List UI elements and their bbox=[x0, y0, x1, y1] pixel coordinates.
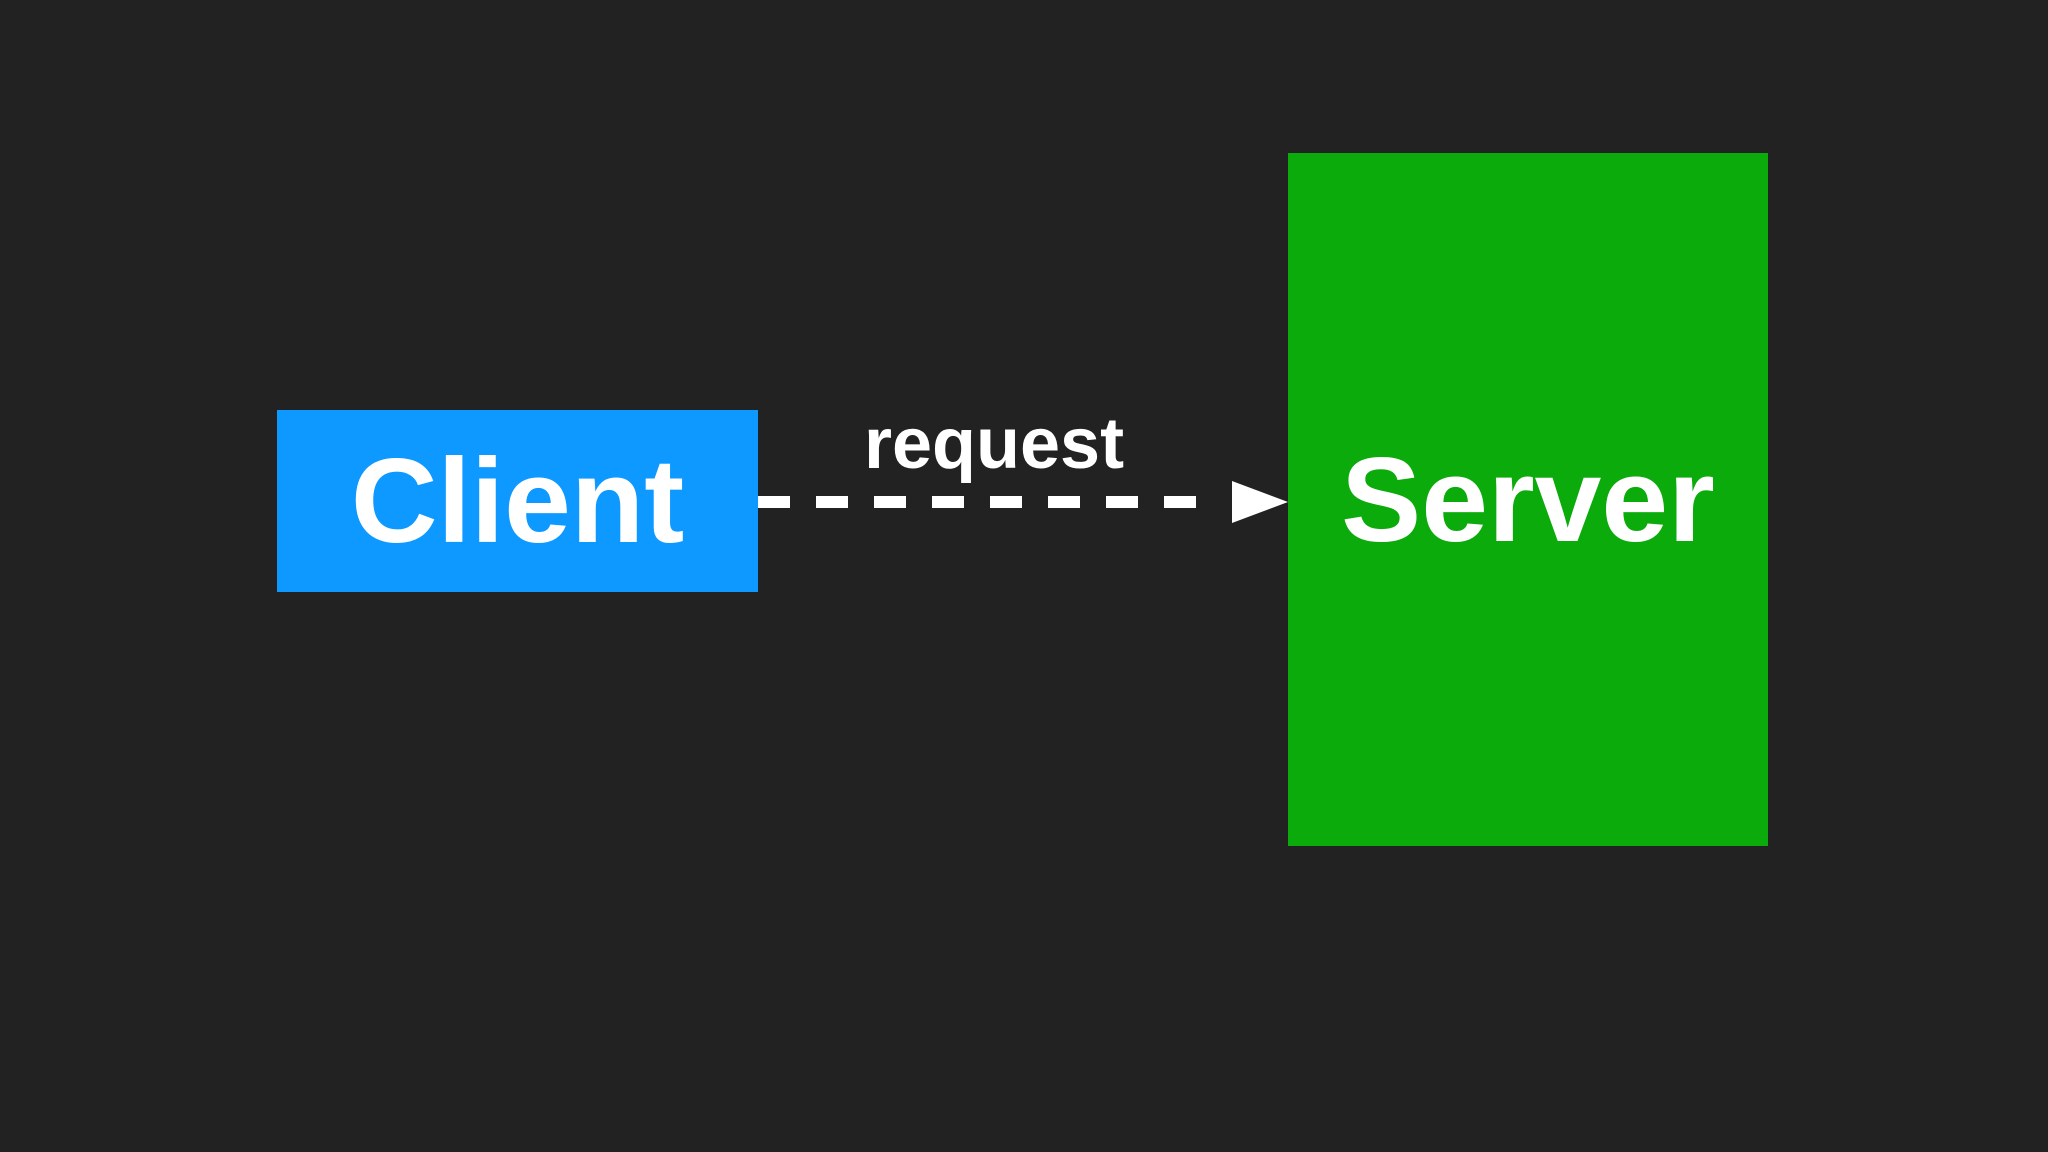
request-edge-label: request bbox=[863, 404, 1125, 484]
client-node-label: Client bbox=[350, 434, 685, 568]
request-arrow bbox=[758, 481, 1288, 523]
request-arrowhead bbox=[1232, 481, 1288, 523]
server-node: Server bbox=[1288, 153, 1768, 846]
server-node-label: Server bbox=[1341, 432, 1715, 567]
client-node: Client bbox=[277, 410, 758, 592]
